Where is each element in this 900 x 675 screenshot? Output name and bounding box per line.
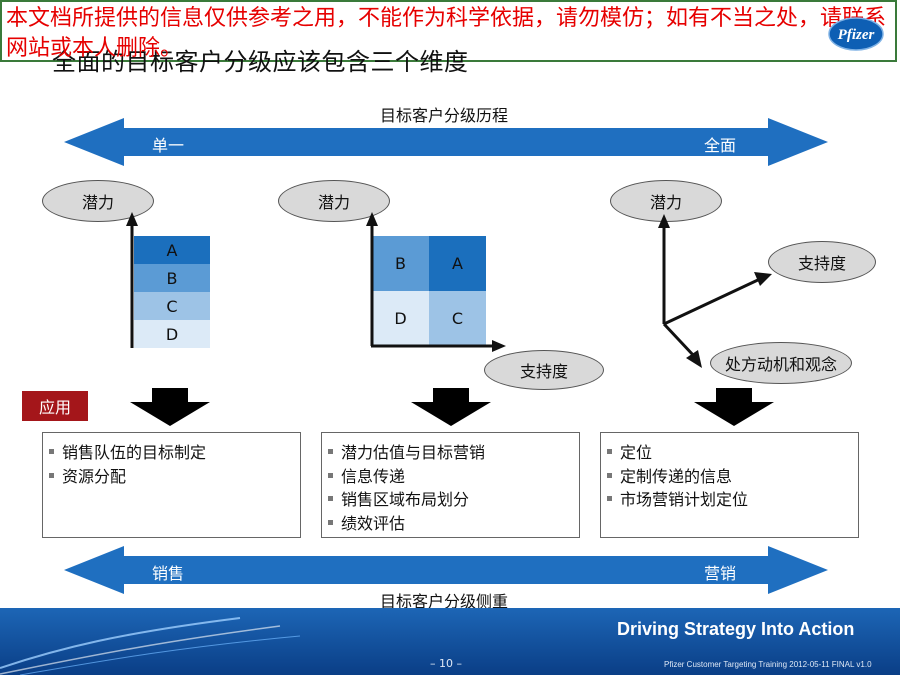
model1-tier-c: C xyxy=(134,292,210,320)
footer-note: Pfizer Customer Targeting Training 2012-… xyxy=(664,660,872,669)
list-item: 销售区域布局划分 xyxy=(328,488,579,512)
model3-support-label: 支持度 xyxy=(797,254,846,273)
list-item: 定位 xyxy=(607,441,858,465)
list-item: 销售队伍的目标制定 xyxy=(49,441,300,465)
model2-support-label: 支持度 xyxy=(519,362,568,381)
bottom-arrow-left-label: 销售 xyxy=(152,564,185,583)
page-number: – 10 – xyxy=(430,657,462,670)
bullet-icon xyxy=(607,449,612,454)
model1-potential-ellipse: 潜力 xyxy=(42,180,154,222)
list-item-text: 定位 xyxy=(620,443,653,462)
bullet-icon xyxy=(328,496,333,501)
model2-axes xyxy=(366,212,506,352)
top-arrow-right-label: 全面 xyxy=(704,136,737,155)
down-arrow-3 xyxy=(694,388,774,426)
model1-tier-b: B xyxy=(134,264,210,292)
panel-positioning: 定位 定制传递的信息 市场营销计划定位 xyxy=(600,432,859,538)
model3-potential-label: 潜力 xyxy=(649,193,682,212)
list-item: 市场营销计划定位 xyxy=(607,488,858,512)
apply-badge: 应用 xyxy=(22,391,88,421)
pfizer-logo: Pfizer xyxy=(828,17,884,51)
list-item: 资源分配 xyxy=(49,465,300,489)
list-item-text: 信息传递 xyxy=(341,466,406,486)
bullet-icon xyxy=(328,519,333,525)
pfizer-logo-text: Pfizer xyxy=(838,27,875,43)
down-arrow-1 xyxy=(130,388,210,426)
panel-sales-team: 销售队伍的目标制定 资源分配 xyxy=(42,432,301,538)
panel-2-list: 潜力估值与目标营销 信息传递 销售区域布局划分 绩效评估 xyxy=(322,433,579,535)
bottom-double-arrow xyxy=(64,546,828,594)
list-item: 绩效评估 xyxy=(328,512,579,536)
bullet-icon xyxy=(328,449,333,454)
model2-cell-d: D xyxy=(372,291,429,346)
bottom-arrow-caption: 目标客户分级侧重 xyxy=(380,592,509,611)
top-arrow-left-label: 单一 xyxy=(152,136,185,155)
top-double-arrow xyxy=(64,118,828,166)
model1-potential-label: 潜力 xyxy=(81,193,114,212)
bullet-icon xyxy=(607,496,612,501)
list-item-text: 绩效评估 xyxy=(341,513,406,533)
model2-cell-b: B xyxy=(372,236,429,291)
top-arrow-caption: 目标客户分级历程 xyxy=(380,106,509,125)
disclaimer-frame xyxy=(0,0,897,62)
model2-support-ellipse: 支持度 xyxy=(484,350,604,390)
bullet-icon xyxy=(328,472,333,478)
list-item-text: 销售队伍的目标制定 xyxy=(62,443,207,462)
footer-light-streak xyxy=(0,617,300,675)
bullet-icon xyxy=(607,472,612,478)
footer-slogan: Driving Strategy Into Action xyxy=(617,619,855,639)
list-item: 定制传递的信息 xyxy=(607,465,858,489)
model2-potential-label: 潜力 xyxy=(317,193,350,212)
model1-vertical-axis xyxy=(126,212,138,348)
list-item-text: 资源分配 xyxy=(62,466,127,486)
footer-band xyxy=(0,608,900,675)
model3-axes xyxy=(658,214,772,368)
bullet-icon xyxy=(49,472,54,478)
list-item-text: 潜力估值与目标营销 xyxy=(341,443,486,462)
list-item-text: 定制传递的信息 xyxy=(620,466,733,486)
panel-targeting: 潜力估值与目标营销 信息传递 销售区域布局划分 绩效评估 xyxy=(321,432,580,538)
panel-1-list: 销售队伍的目标制定 资源分配 xyxy=(43,433,300,488)
slide-title: 全面的目标客户分级应该包含三个维度 xyxy=(52,48,469,76)
disclaimer-text: 本文档所提供的信息仅供参考之用，不能作为科学依据，请勿模仿；如有不当之处，请联系… xyxy=(6,6,887,61)
model3-motive-label: 处方动机和观念 xyxy=(724,355,837,374)
model1-tier-a: A xyxy=(134,236,210,264)
model3-motive-ellipse: 处方动机和观念 xyxy=(710,342,852,384)
down-arrow-2 xyxy=(411,388,491,426)
model1-tier-d: D xyxy=(134,320,210,348)
model3-support-ellipse: 支持度 xyxy=(768,241,876,283)
list-item-text: 市场营销计划定位 xyxy=(620,490,749,509)
panel-3-list: 定位 定制传递的信息 市场营销计划定位 xyxy=(601,433,858,512)
model2-cell-a: A xyxy=(429,236,486,291)
bullet-icon xyxy=(49,449,54,454)
bottom-arrow-right-label: 营销 xyxy=(704,564,737,583)
list-item: 潜力估值与目标营销 xyxy=(328,441,579,465)
model2-cell-c: C xyxy=(429,291,486,346)
list-item: 信息传递 xyxy=(328,465,579,489)
list-item-text: 销售区域布局划分 xyxy=(341,490,470,509)
